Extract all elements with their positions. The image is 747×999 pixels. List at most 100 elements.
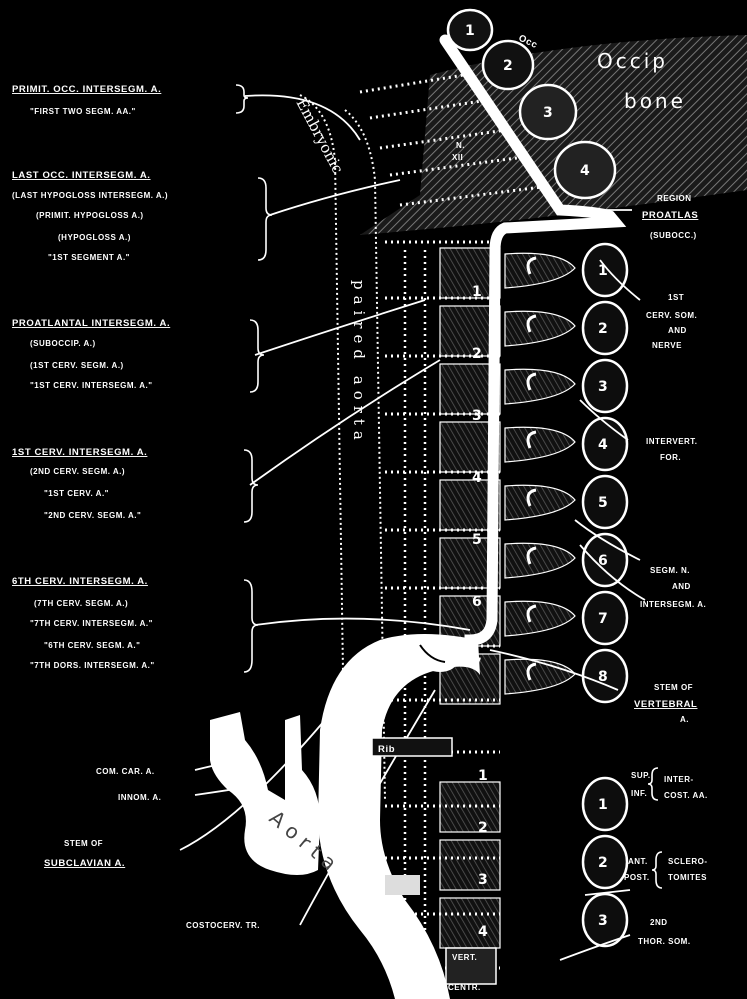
thoracic-vertebra-number: 2 [478, 820, 488, 836]
svg-text:1ST: 1ST [668, 293, 684, 302]
thoracic-somite-number: 2 [598, 855, 608, 871]
thoracic-vertebra-number: 1 [478, 768, 488, 784]
svg-text:ANT.: ANT. [628, 857, 648, 866]
label-first-cerv: 1ST CERV. INTERSEGM. A. (2ND CERV. SEGM.… [12, 447, 147, 520]
svg-text:"2ND CERV. SEGM. A.": "2ND CERV. SEGM. A." [44, 511, 141, 520]
svg-text:"1ST CERV. INTERSEGM. A.": "1ST CERV. INTERSEGM. A." [30, 381, 152, 390]
svg-text:(PRIMIT. HYPOGLOSS A.): (PRIMIT. HYPOGLOSS A.) [36, 211, 144, 220]
svg-text:(HYPOGLOSS A.): (HYPOGLOSS A.) [58, 233, 131, 242]
sclerotome-lobe [505, 485, 575, 520]
svg-text:AND: AND [672, 582, 691, 591]
label-stem-subclavian: STEM OF SUBCLAVIAN A. [44, 839, 125, 869]
svg-text:VERT.: VERT. [452, 953, 477, 962]
svg-text:COST. AA.: COST. AA. [664, 791, 708, 800]
svg-text:SCLERO-: SCLERO- [668, 857, 708, 866]
label-stem-vertebral: STEM OF VERTEBRAL A. [634, 683, 697, 724]
cervical-somite-number: 3 [598, 379, 608, 395]
sclerotome-lobe [505, 253, 575, 288]
thoracic-vertebra-number: 3 [478, 872, 488, 888]
thoracic-vertebra-number: 4 [478, 924, 488, 940]
label-innom: INNOM. A. [118, 793, 161, 802]
thoracic-somite-number: 3 [598, 913, 608, 929]
label-sup-inf: SUP. INF. [631, 771, 651, 798]
thoracic-somite-number: 1 [598, 797, 608, 813]
thoracic-vertebral-body [440, 898, 500, 948]
svg-text:PRIMIT. OCC. INTERSEGM. A.: PRIMIT. OCC. INTERSEGM. A. [12, 84, 161, 95]
sclerotome-lobe [505, 369, 575, 404]
vertebra-number: 4 [472, 470, 482, 486]
svg-text:N.: N. [456, 141, 465, 150]
svg-text:STEM OF: STEM OF [64, 839, 103, 848]
svg-text:FOR.: FOR. [660, 453, 681, 462]
vertebra-number: 6 [472, 594, 482, 610]
svg-text:3: 3 [543, 105, 553, 121]
label-rib: Rib [372, 738, 452, 756]
svg-text:"7TH DORS. INTERSEGM. A.": "7TH DORS. INTERSEGM. A." [30, 661, 155, 670]
label-proatlantal: PROATLANTAL INTERSEGM. A. (SUBOCCIP. A.)… [12, 318, 170, 390]
label-paired-aorta: paired aorta [350, 280, 368, 446]
label-intervert-for: INTERVERT. FOR. [646, 437, 698, 462]
label-sclerotomites: SCLERO- TOMITES [668, 857, 708, 882]
label-intercost: INTER- COST. AA. [664, 775, 708, 800]
label-segm-n: SEGM. N. AND INTERSEGM. A. [640, 566, 706, 609]
svg-text:4: 4 [580, 163, 590, 179]
svg-text:SEGM. N.: SEGM. N. [650, 566, 690, 575]
svg-text:2: 2 [503, 58, 513, 74]
sclerotome-lobe [505, 543, 575, 578]
svg-text:AND: AND [668, 326, 687, 335]
svg-text:paired aorta: paired aorta [350, 280, 368, 446]
label-ant-post: ANT. POST. [624, 857, 650, 882]
vertebra-number: 5 [472, 532, 482, 548]
cervical-somite-number: 8 [598, 669, 608, 685]
vertebra-number: 1 [472, 284, 482, 300]
label-subocc: (SUBOCC.) [650, 231, 697, 240]
svg-text:Rib: Rib [378, 744, 395, 755]
svg-text:CENTR.: CENTR. [448, 983, 481, 992]
svg-text:INTER-: INTER- [664, 775, 694, 784]
vertebra-number: 2 [472, 346, 482, 362]
svg-text:NERVE: NERVE [652, 341, 682, 350]
svg-text:2ND: 2ND [650, 918, 668, 927]
label-primit-occ: PRIMIT. OCC. INTERSEGM. A. "FIRST TWO SE… [12, 84, 161, 116]
label-embryonic: Embryonic [292, 95, 347, 176]
label-occip: Occip [597, 49, 668, 73]
svg-text:SUBCLAVIAN A.: SUBCLAVIAN A. [44, 858, 125, 869]
vertebral-column [440, 248, 575, 948]
svg-text:"7TH CERV. INTERSEGM. A.": "7TH CERV. INTERSEGM. A." [30, 619, 153, 628]
svg-text:LAST OCC. INTERSEGM. A.: LAST OCC. INTERSEGM. A. [12, 170, 151, 181]
cervical-somite-number: 2 [598, 321, 608, 337]
label-bone: bone [624, 89, 686, 113]
somite-column [528, 244, 627, 946]
label-com-car: COM. CAR. A. [96, 767, 155, 776]
svg-text:(LAST HYPOGLOSS INTERSEGM. A.): (LAST HYPOGLOSS INTERSEGM. A.) [12, 191, 168, 200]
label-last-occ: LAST OCC. INTERSEGM. A. (LAST HYPOGLOSS … [12, 170, 168, 262]
svg-text:Embryonic: Embryonic [292, 95, 347, 176]
vertebra-number: 7 [472, 656, 482, 672]
cervical-somite-number: 5 [598, 495, 608, 511]
svg-text:1: 1 [465, 23, 475, 39]
cervical-somite-number: 6 [598, 553, 608, 569]
svg-text:(SUBOCCIP. A.): (SUBOCCIP. A.) [30, 339, 96, 348]
svg-text:"1ST SEGMENT A.": "1ST SEGMENT A." [48, 253, 130, 262]
svg-text:INTERVERT.: INTERVERT. [646, 437, 698, 446]
label-vert-centr: VERT. CENTR. [446, 948, 496, 992]
svg-text:1ST CERV. INTERSEGM. A.: 1ST CERV. INTERSEGM. A. [12, 447, 147, 458]
sclerotome-lobe [505, 427, 575, 462]
svg-text:"6TH CERV. SEGM. A.": "6TH CERV. SEGM. A." [44, 641, 140, 650]
signature: Hdz '59 [397, 983, 433, 993]
svg-text:(7TH CERV. SEGM. A.): (7TH CERV. SEGM. A.) [34, 599, 128, 608]
svg-text:(2ND CERV. SEGM. A.): (2ND CERV. SEGM. A.) [30, 467, 125, 476]
label-proatlas: PROATLAS [642, 210, 698, 221]
svg-text:CERV. SOM.: CERV. SOM. [646, 311, 697, 320]
label-costocerv: COSTOCERV. TR. [186, 921, 260, 930]
sclerotome-lobe [505, 311, 575, 346]
cervical-somite-number: 7 [598, 611, 608, 627]
svg-text:6TH CERV. INTERSEGM. A.: 6TH CERV. INTERSEGM. A. [12, 576, 148, 587]
svg-text:"1ST CERV. A.": "1ST CERV. A." [44, 489, 109, 498]
svg-text:(1ST CERV. SEGM. A.): (1ST CERV. SEGM. A.) [30, 361, 124, 370]
svg-text:A.: A. [680, 715, 689, 724]
svg-text:XII: XII [452, 153, 463, 162]
svg-text:INF.: INF. [631, 789, 647, 798]
label-sixth-cerv: 6TH CERV. INTERSEGM. A. (7TH CERV. SEGM.… [12, 576, 155, 670]
